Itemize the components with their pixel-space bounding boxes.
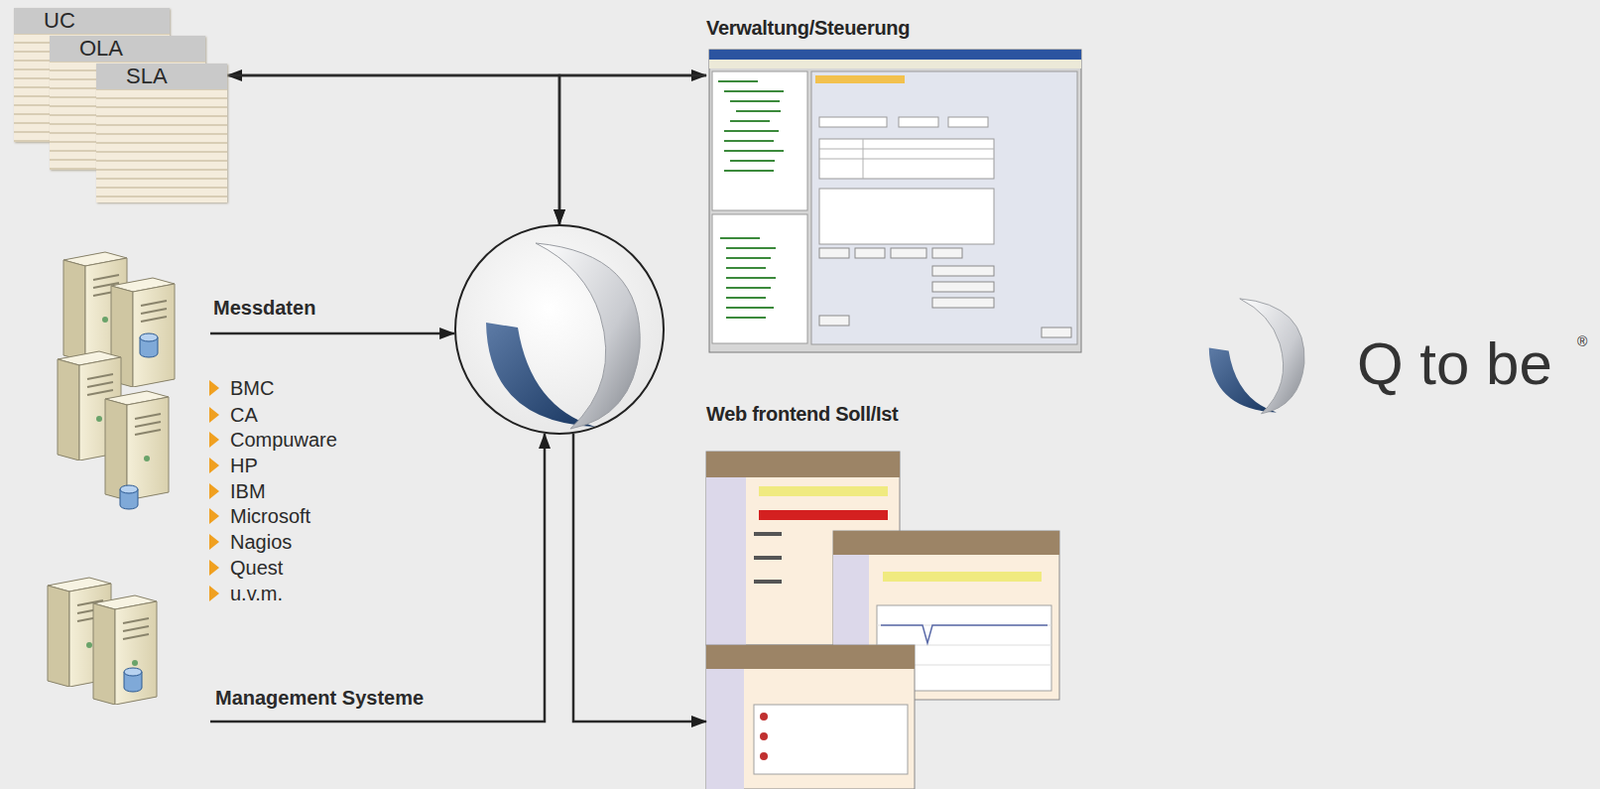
vendor-name: IBM <box>228 480 268 502</box>
vendor-name: u.v.m. <box>228 582 285 605</box>
vendor-name: HP <box>228 454 260 477</box>
vendor-name: Quest <box>228 556 285 579</box>
edge-label: Management Systeme <box>213 686 426 709</box>
vendor-name: Compuware <box>228 428 340 451</box>
document-label: UC <box>13 7 170 34</box>
vendor-name: Microsoft <box>228 504 313 527</box>
edge-label: Messdaten <box>211 296 318 319</box>
brand-name: Q to be <box>1354 331 1555 397</box>
connector-arrow <box>573 433 707 722</box>
server-group <box>44 247 211 526</box>
screenshot-panel: Verwaltung/Steuerung <box>706 15 1096 356</box>
connector-arrow <box>559 75 707 225</box>
registered-mark: ® <box>1575 333 1590 350</box>
document-label: OLA <box>49 35 206 62</box>
vendor-name: CA <box>228 403 260 426</box>
connector-arrow <box>227 75 560 225</box>
vendor-name: Nagios <box>228 530 294 553</box>
document-page: SLA <box>96 63 228 203</box>
connector-arrow <box>210 433 545 722</box>
server-group <box>37 570 211 715</box>
panel-heading: Verwaltung/Steuerung <box>706 15 1096 40</box>
vendor-name: BMC <box>228 376 276 399</box>
screenshot-panel: Web frontend Soll/Ist <box>706 401 1076 789</box>
hub-circle <box>454 224 665 435</box>
document-label: SLA <box>96 63 228 90</box>
panel-heading: Web frontend Soll/Ist <box>706 401 1076 426</box>
connector-arrow <box>210 332 455 336</box>
